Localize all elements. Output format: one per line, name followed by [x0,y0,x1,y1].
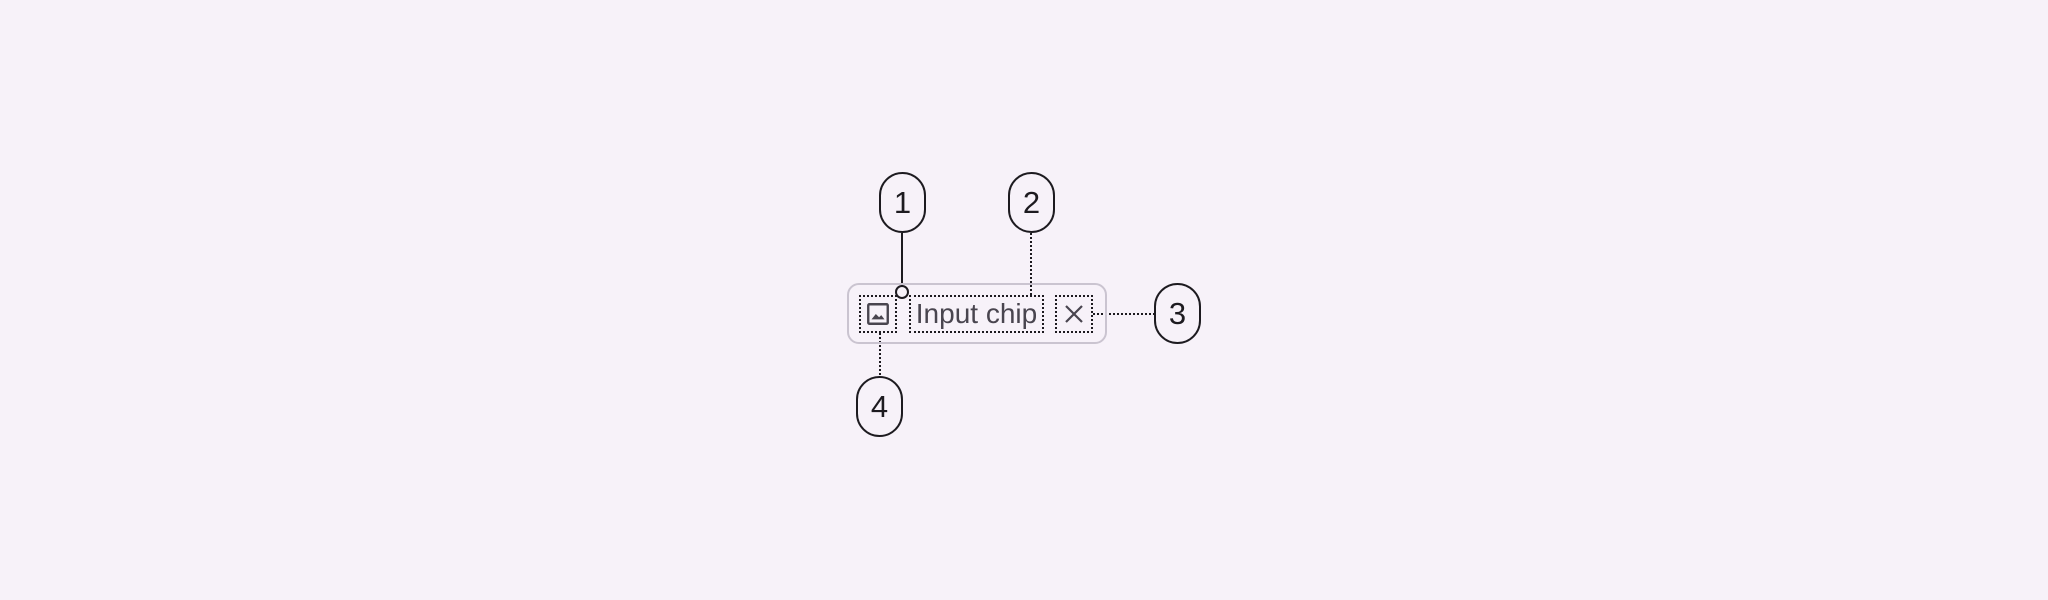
remove-button[interactable] [1055,295,1093,333]
callout-badge-2: 2 [1008,172,1055,233]
callout-badge-1: 1 [879,172,926,233]
callout-anchor-1 [895,285,909,299]
callout-badge-3: 3 [1154,283,1201,344]
close-icon [1065,305,1083,323]
chip-label: Input chip [909,295,1044,333]
callout-badge-4: 4 [856,376,903,437]
image-icon [867,303,889,325]
leading-icon-area [859,295,897,333]
input-chip[interactable] [847,283,1107,344]
